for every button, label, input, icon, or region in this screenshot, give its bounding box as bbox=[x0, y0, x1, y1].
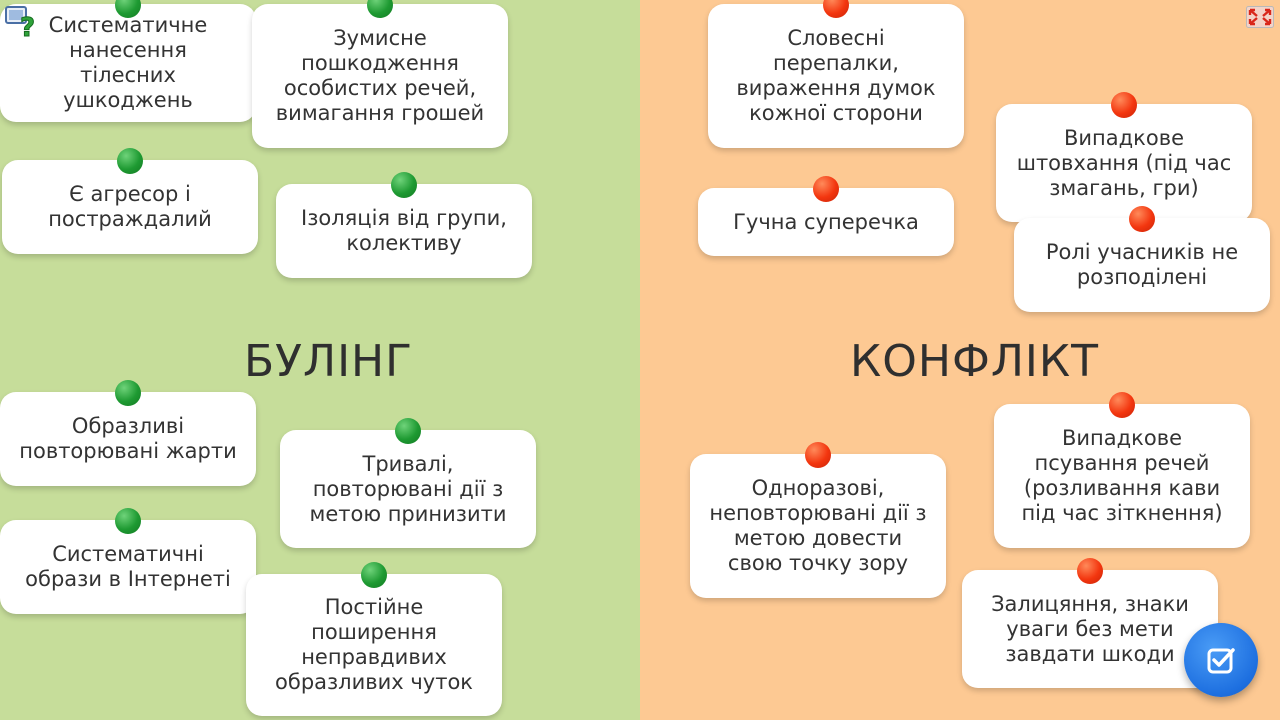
card-text: Образливі повторювані жарти bbox=[19, 414, 237, 463]
bullying-card-6[interactable]: Тривалі, повторювані дії з метою принизи… bbox=[280, 418, 536, 548]
conflict-card-1[interactable]: Словесні перепалки, вираження думок кожн… bbox=[708, 0, 964, 148]
conflict-card-7[interactable]: Залицяння, знаки уваги без мети завдати … bbox=[962, 558, 1218, 688]
card-text: Гучна суперечка bbox=[733, 209, 919, 234]
fullscreen-icon[interactable] bbox=[1246, 6, 1274, 28]
bullying-card-4[interactable]: Ізоляція від групи, колективу bbox=[276, 172, 532, 278]
card-text: Випадкове штовхання (під час змагань, гр… bbox=[1016, 125, 1232, 200]
red-pin-icon bbox=[823, 0, 849, 18]
red-pin-icon bbox=[1129, 206, 1155, 232]
red-pin-icon bbox=[813, 176, 839, 202]
conflict-heading: КОНФЛІКТ bbox=[850, 336, 1100, 387]
conflict-card-3[interactable]: Гучна суперечка bbox=[698, 176, 954, 256]
svg-text:?: ? bbox=[20, 13, 35, 38]
bullying-card-2[interactable]: Зумисне пошкодження особистих речей, вим… bbox=[252, 0, 508, 148]
card-text: Залицяння, знаки уваги без мети завдати … bbox=[991, 591, 1189, 666]
conflict-card-2[interactable]: Випадкове штовхання (під час змагань, гр… bbox=[996, 92, 1252, 222]
check-answers-button[interactable] bbox=[1184, 623, 1258, 697]
card-text: Постійне поширення неправдивих образливи… bbox=[275, 595, 473, 694]
card-text: Ізоляція від групи, колективу bbox=[301, 206, 507, 255]
bullying-heading: БУЛІНГ bbox=[244, 336, 413, 387]
bullying-card-5[interactable]: Образливі повторювані жарти bbox=[0, 380, 256, 486]
card-text: Тривалі, повторювані дії з метою принизи… bbox=[309, 451, 507, 526]
red-pin-icon bbox=[1077, 558, 1103, 584]
green-pin-icon bbox=[117, 148, 143, 174]
help-question-icon[interactable]: ? bbox=[4, 4, 38, 44]
card-text: Систематичне нанесення тілесних ушкоджен… bbox=[48, 13, 208, 112]
bullying-card-3[interactable]: Є агресор і постраждалий bbox=[2, 148, 258, 254]
card-text: Є агресор і постраждалий bbox=[48, 182, 212, 231]
green-pin-icon bbox=[115, 380, 141, 406]
red-pin-icon bbox=[1111, 92, 1137, 118]
card-text: Словесні перепалки, вираження думок кожн… bbox=[736, 26, 936, 125]
green-pin-icon bbox=[367, 0, 393, 18]
green-pin-icon bbox=[361, 562, 387, 588]
conflict-card-6[interactable]: Одноразові, неповторювані дії з метою до… bbox=[690, 442, 946, 598]
card-text: Систематичні образи в Інтернеті bbox=[25, 542, 231, 591]
card-text: Ролі учасників не розподілені bbox=[1045, 240, 1239, 289]
card-text: Випадкове псування речей (розливання кав… bbox=[1021, 426, 1223, 525]
conflict-card-4[interactable]: Ролі учасників не розподілені bbox=[1014, 206, 1270, 312]
bullying-card-1[interactable]: Систематичне нанесення тілесних ушкоджен… bbox=[0, 0, 256, 122]
bullying-card-7[interactable]: Систематичні образи в Інтернеті bbox=[0, 508, 256, 614]
card-text: Зумисне пошкодження особистих речей, вим… bbox=[275, 26, 485, 125]
green-pin-icon bbox=[115, 508, 141, 534]
conflict-card-5[interactable]: Випадкове псування речей (розливання кав… bbox=[994, 392, 1250, 548]
check-icon bbox=[1207, 648, 1235, 674]
green-pin-icon bbox=[391, 172, 417, 198]
red-pin-icon bbox=[805, 442, 831, 468]
green-pin-icon bbox=[395, 418, 421, 444]
card-text: Одноразові, неповторювані дії з метою до… bbox=[709, 476, 927, 575]
bullying-card-8[interactable]: Постійне поширення неправдивих образливи… bbox=[246, 562, 502, 716]
green-pin-icon bbox=[115, 0, 141, 18]
red-pin-icon bbox=[1109, 392, 1135, 418]
